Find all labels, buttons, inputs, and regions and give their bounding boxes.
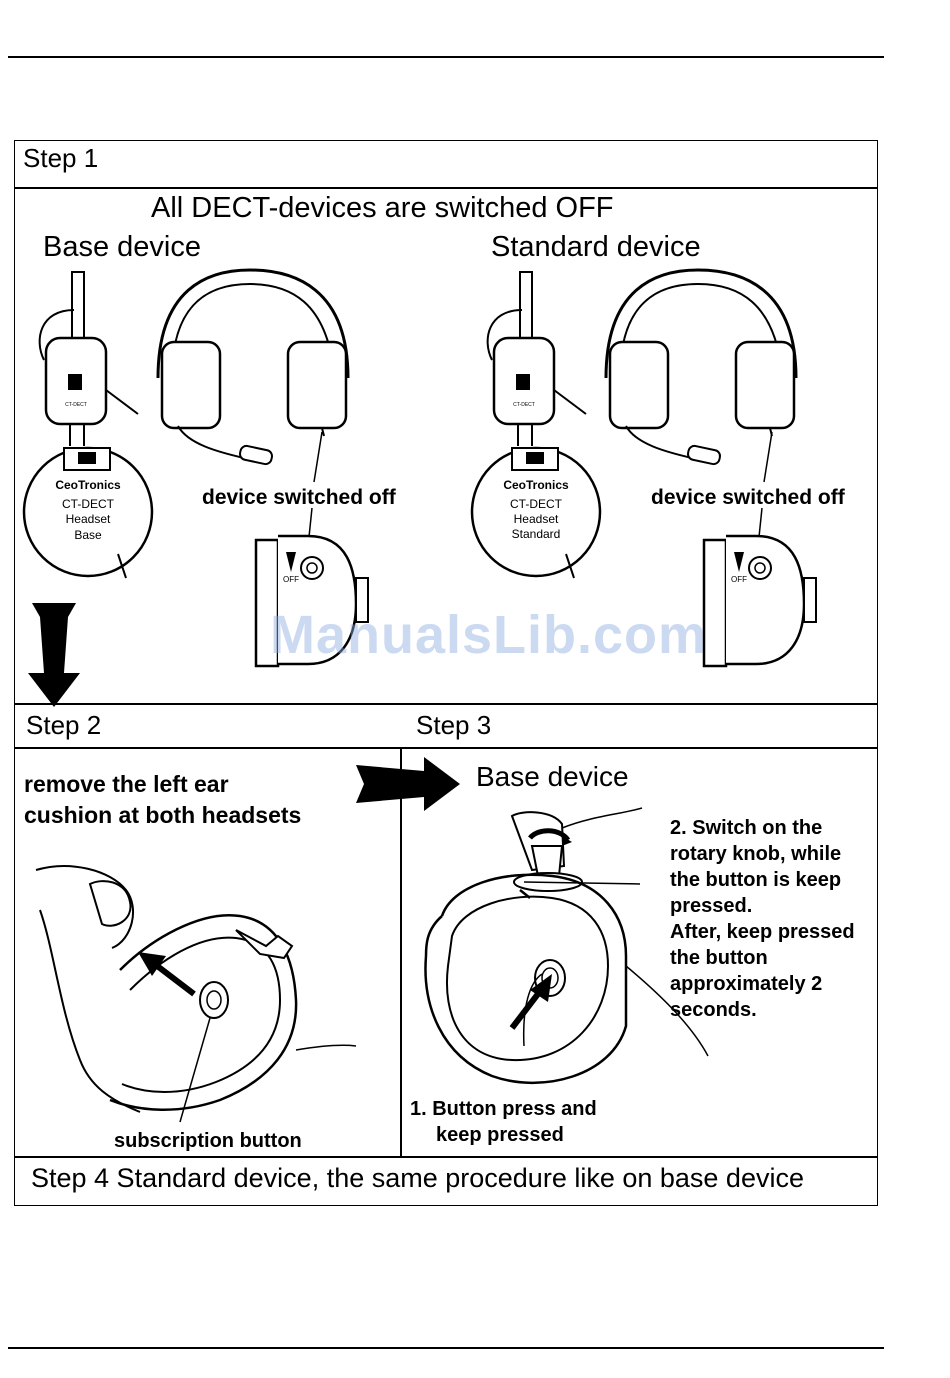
right-arrow-icon (356, 757, 460, 811)
step2-instruction-line2: cushion at both headsets (24, 802, 302, 828)
step3-note2-line: After, keep pressed (670, 921, 855, 943)
standard-label-brand: CeoTronics (503, 478, 569, 492)
standard-headset-side-illustration: CT-DECT (486, 271, 587, 446)
base-earcup-off-switch-illustration (254, 534, 369, 668)
remove-ear-cushion-illustration (35, 865, 357, 1123)
step3-label: Step 3 (416, 710, 492, 740)
standard-label-line1: CT-DECT (510, 497, 562, 511)
base-label-line2: Headset (65, 512, 111, 526)
base-off-mark: OFF (283, 575, 299, 584)
step3-note2-line: the button (670, 947, 768, 969)
step2-step3-divider (400, 747, 402, 1157)
standard-earcup-off-switch-illustration (702, 534, 817, 668)
standard-label-line3: Standard (511, 527, 561, 541)
standard-label-line2: Headset (513, 512, 559, 526)
standard-headset-front-illustration (604, 268, 798, 466)
base-switched-off-caption: device switched off (202, 486, 396, 509)
subscription-button-callout: subscription button (114, 1130, 302, 1152)
standard-label-magnifier (470, 446, 602, 579)
standard-device-title: Standard device (491, 231, 701, 263)
step3-button-note-line2: keep pressed (436, 1124, 564, 1146)
base-device-title: Base device (43, 231, 201, 263)
step3-switch-on-note: 2. Switch on the rotary knob, while the … (670, 815, 855, 1023)
down-arrow-icon (28, 603, 80, 707)
base-label-magnifier (22, 446, 154, 579)
base-label-line1: CT-DECT (62, 497, 114, 511)
top-rule (8, 56, 884, 58)
step3-note2-line: approximately 2 (670, 973, 823, 995)
base-headset-side-illustration: CT-DECT (38, 271, 139, 446)
base-headset-front-illustration (156, 268, 350, 466)
svg-text:CT-DECT: CT-DECT (513, 402, 535, 408)
subscription-procedure-illustration (424, 807, 709, 1084)
procedure-frame (14, 140, 878, 1206)
step4-divider (14, 1156, 878, 1158)
base-label-line3: Base (74, 528, 102, 542)
watermark: ManualsLib.com (270, 605, 708, 665)
svg-text:CT-DECT: CT-DECT (65, 402, 87, 408)
step3-button-note-line1: 1. Button press and (410, 1098, 597, 1120)
step3-note2-line: seconds. (670, 999, 757, 1021)
step1-label: Step 1 (23, 143, 99, 173)
step23-header-divider (14, 747, 878, 749)
bottom-rule (8, 1347, 884, 1349)
step1-bottom-divider (14, 703, 878, 705)
standard-switched-off-caption: device switched off (651, 486, 845, 509)
step3-title: Base device (476, 761, 629, 792)
step1-header-divider (14, 187, 878, 189)
step3-note2-line: 2. Switch on the (670, 817, 823, 839)
step3-note2-line: pressed. (670, 895, 753, 917)
base-label-brand: CeoTronics (55, 478, 121, 492)
step4-text: Step 4 Standard device, the same procedu… (31, 1163, 804, 1193)
step1-headline: All DECT-devices are switched OFF (151, 192, 614, 224)
step2-instruction-line1: remove the left ear (24, 771, 229, 797)
step3-note2-line: rotary knob, while (670, 843, 842, 865)
step2-label: Step 2 (26, 710, 102, 740)
step3-note2-line: the button is keep (670, 869, 842, 891)
standard-off-mark: OFF (731, 575, 747, 584)
